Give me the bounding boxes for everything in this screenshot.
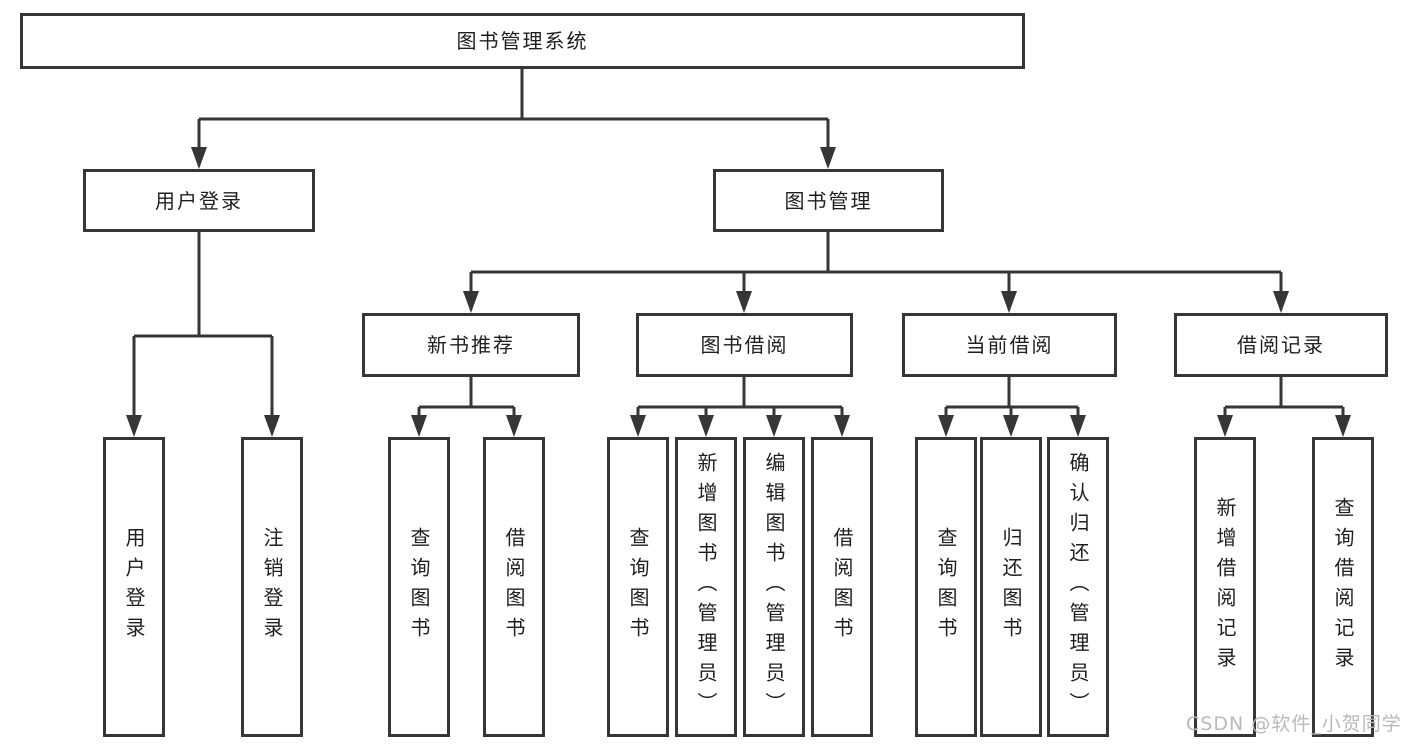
arrow-down-icon [463,291,479,313]
node-current-borrow: 当前借阅 [902,313,1117,377]
leaf-query-book: 查询图书 [915,437,977,737]
arrow-down-icon [698,415,714,437]
arrow-down-icon [506,415,522,437]
node-book-borrow: 图书借阅 [636,313,853,377]
leaf-query-borrow-record: 查询借阅记录 [1312,437,1374,737]
leaf-add-book-admin-label: 新增图书（管理员） [694,452,718,722]
node-book-borrow-label: 图书借阅 [700,333,789,357]
node-current-borrow-label: 当前借阅 [965,333,1054,357]
node-book-management-label: 图书管理 [784,188,873,213]
node-new-book-recommend-label: 新书推荐 [427,333,515,357]
arrow-down-icon [126,415,142,437]
leaf-logout-label: 注销登录 [260,527,284,647]
leaf-confirm-return-admin: 确认归还（管理员） [1047,437,1109,737]
leaf-query-book-label: 查询图书 [934,527,958,647]
arrow-down-icon [1335,415,1351,437]
leaf-query-borrow-record-label: 查询借阅记录 [1331,497,1355,677]
leaf-query-book-label: 查询图书 [626,527,650,647]
arrow-down-icon [1070,415,1086,437]
node-new-book-recommend: 新书推荐 [362,313,580,377]
connector-borrow-records-children [1217,377,1351,437]
connector-current-borrow-children [938,377,1086,437]
arrow-down-icon [264,415,280,437]
leaf-edit-book-admin: 编辑图书（管理员） [743,437,805,737]
arrow-down-icon [820,147,836,169]
connector-book-management-children [463,232,1289,313]
node-library-system-label: 图书管理系统 [456,29,589,53]
leaf-query-book: 查询图书 [388,437,450,737]
arrow-down-icon [1001,291,1017,313]
leaf-borrow-book-label: 借阅图书 [830,527,854,647]
leaf-add-book-admin: 新增图书（管理员） [675,437,737,737]
node-library-system: 图书管理系统 [20,13,1025,69]
leaf-logout: 注销登录 [241,437,303,737]
node-borrow-records-label: 借阅记录 [1237,333,1325,357]
leaf-add-borrow-record-label: 新增借阅记录 [1213,497,1237,677]
node-user-login: 用户登录 [83,169,315,232]
arrow-down-icon [834,415,850,437]
arrow-down-icon [938,415,954,437]
connector-user-login-children [126,232,280,437]
connector-root-to-level2 [191,69,836,169]
connector-new-book-recommend-children [411,377,522,437]
arrow-down-icon [411,415,427,437]
leaf-borrow-book: 借阅图书 [811,437,873,737]
leaf-confirm-return-admin-label: 确认归还（管理员） [1066,452,1090,722]
node-user-login-label: 用户登录 [155,188,243,213]
arrow-down-icon [1217,415,1233,437]
node-borrow-records: 借阅记录 [1174,313,1388,377]
leaf-query-book-label: 查询图书 [407,527,431,647]
arrow-down-icon [736,291,752,313]
arrow-down-icon [191,147,207,169]
arrow-down-icon [766,415,782,437]
leaf-user-login: 用户登录 [103,437,165,737]
arrow-down-icon [1273,291,1289,313]
leaf-borrow-book-label: 借阅图书 [502,527,526,647]
leaf-return-book: 归还图书 [980,437,1042,737]
leaf-user-login-label: 用户登录 [122,527,146,647]
leaf-add-borrow-record: 新增借阅记录 [1194,437,1256,737]
leaf-edit-book-admin-label: 编辑图书（管理员） [762,452,786,722]
leaf-query-book: 查询图书 [607,437,669,737]
arrow-down-icon [1003,415,1019,437]
leaf-return-book-label: 归还图书 [999,527,1023,647]
connector-book-borrow-children [630,377,850,437]
node-book-management: 图书管理 [713,169,944,232]
arrow-down-icon [630,415,646,437]
csdn-watermark: CSDN @软件_小贺同学 [1186,713,1402,735]
leaf-borrow-book: 借阅图书 [483,437,545,737]
